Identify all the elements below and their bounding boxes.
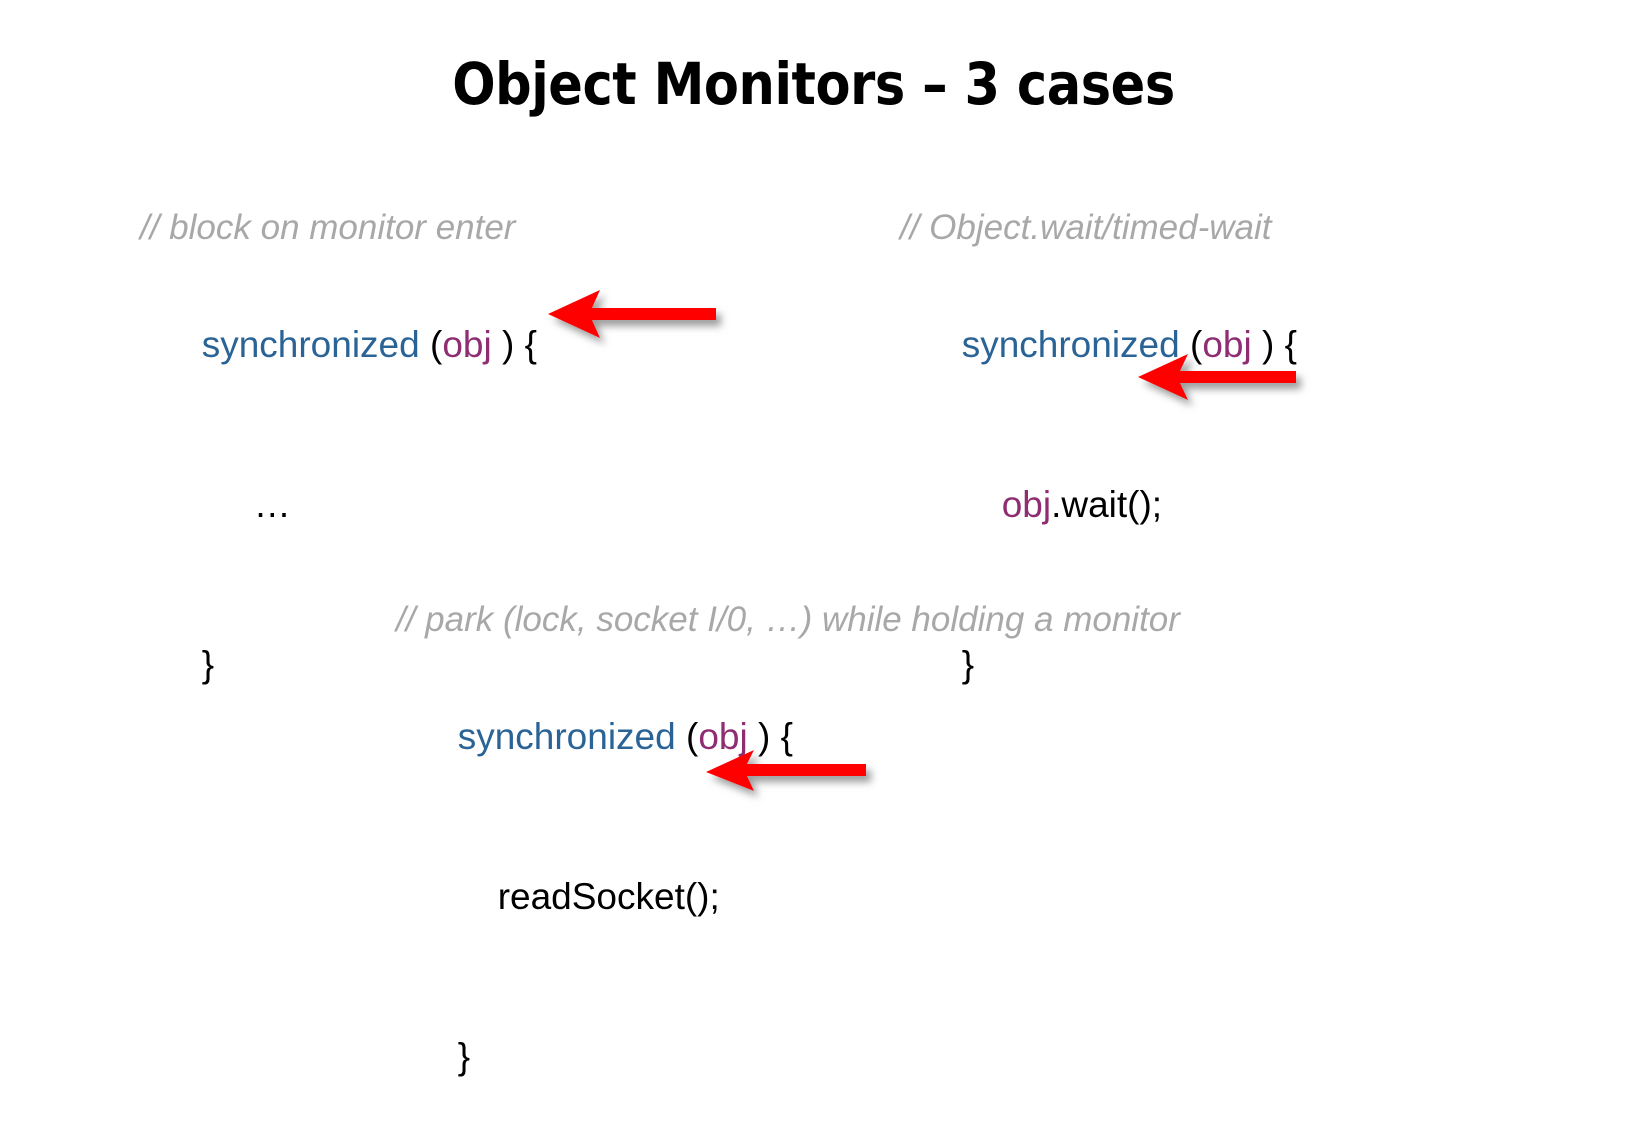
code-line-obj-wait: obj.wait(); (900, 436, 1297, 574)
close-paren-brace: ) { (491, 324, 537, 365)
identifier-obj: obj (1202, 324, 1252, 365)
code-line-read-socket: readSocket(); (396, 828, 1180, 966)
code-line-close-brace: } (140, 596, 537, 734)
code-comment: // block on monitor enter (140, 208, 516, 247)
close-paren-brace: ) { (747, 716, 793, 757)
code-line-ellipsis: … (140, 436, 537, 574)
slide-canvas: Object Monitors – 3 cases // block on mo… (140, 50, 1297, 1077)
method-call-read-socket: readSocket(); (497, 876, 720, 917)
code-comment: // Object.wait/timed-wait (900, 208, 1272, 247)
keyword-synchronized: synchronized (201, 324, 420, 365)
code-block-monitor-enter: // block on monitor enter synchronized (… (140, 206, 537, 734)
code-line-synchronized: synchronized (obj ) { (396, 668, 1180, 806)
method-call-wait: .wait(); (1051, 484, 1163, 525)
open-paren: ( (675, 716, 699, 757)
page-title: Object Monitors – 3 cases (452, 50, 1175, 118)
keyword-synchronized: synchronized (457, 716, 676, 757)
open-paren: ( (1179, 324, 1203, 365)
identifier-obj: obj (698, 716, 748, 757)
code-line-close-brace: } (396, 988, 1180, 1126)
code-line-synchronized: synchronized (obj ) { (140, 276, 537, 414)
code-comment: // park (lock, socket I/0, …) while hold… (396, 600, 1180, 639)
keyword-synchronized: synchronized (961, 324, 1180, 365)
close-brace: } (961, 644, 975, 685)
close-paren-brace: ) { (1251, 324, 1297, 365)
close-brace: } (201, 644, 215, 685)
code-block-park: // park (lock, socket I/0, …) while hold… (396, 598, 1180, 1126)
ellipsis-text: … (253, 484, 293, 525)
close-brace: } (457, 1036, 471, 1077)
arrow-monitor-enter-icon (548, 288, 716, 340)
code-line-synchronized: synchronized (obj ) { (900, 276, 1297, 414)
open-paren: ( (419, 324, 443, 365)
identifier-obj: obj (442, 324, 492, 365)
identifier-obj: obj (1001, 484, 1052, 525)
code-line-close-brace: } (900, 596, 1297, 734)
